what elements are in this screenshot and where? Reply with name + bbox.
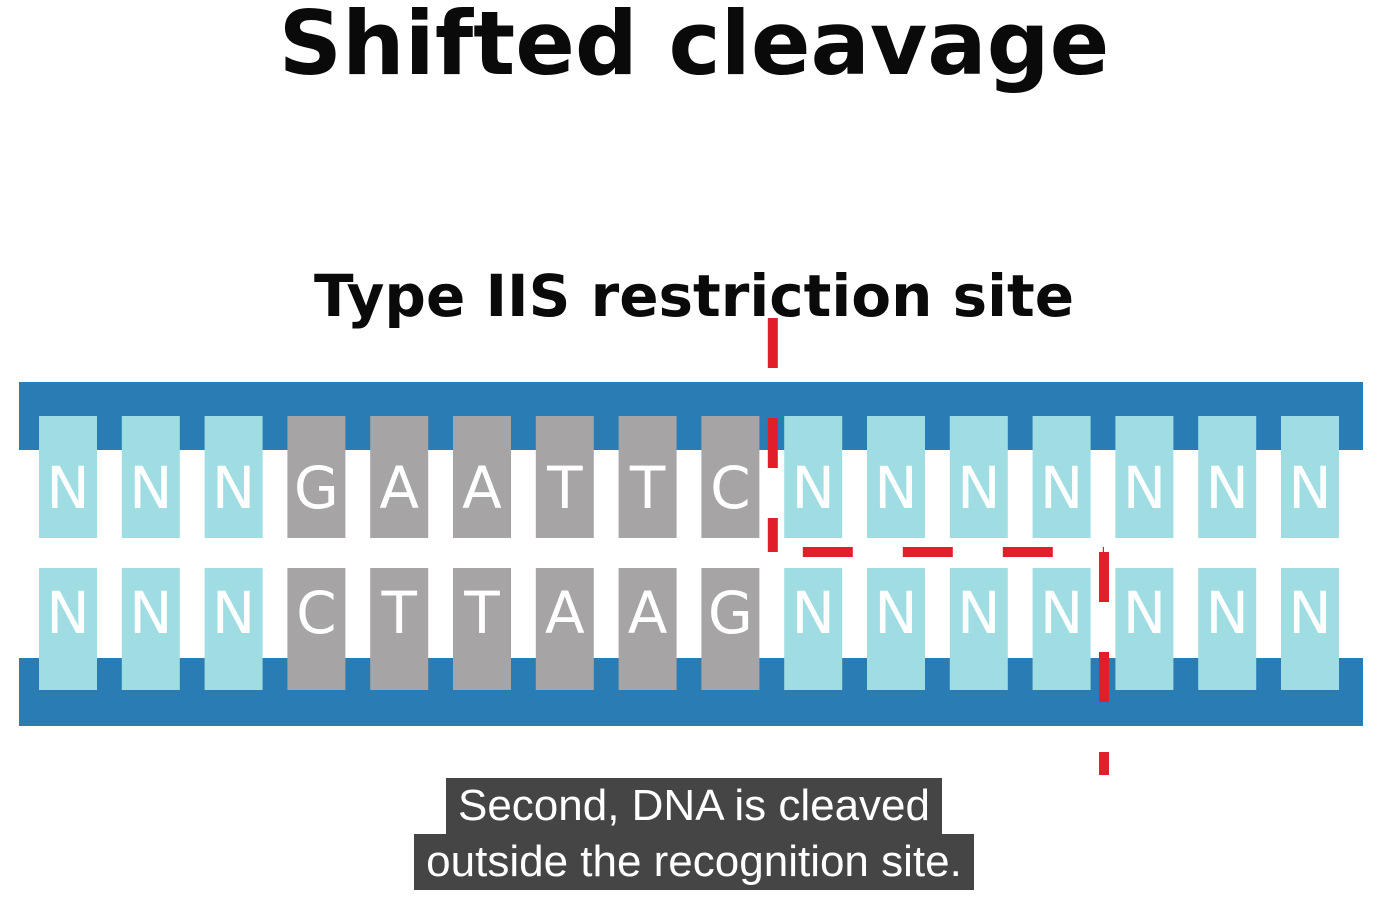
bottom-base-block-9 bbox=[784, 568, 843, 690]
diagram-subtitle: Type IIS restriction site bbox=[313, 262, 1075, 330]
top-base-letter-7: T bbox=[629, 454, 666, 522]
top-base-block-1 bbox=[121, 416, 180, 538]
bottom-base-block-6 bbox=[535, 568, 594, 690]
bottom-base-letter-13: N bbox=[1123, 579, 1166, 647]
top-base-letter-3: G bbox=[294, 454, 339, 522]
bottom-base-block-2 bbox=[204, 568, 263, 690]
top-base-block-5 bbox=[453, 416, 511, 538]
top-base-block-15 bbox=[1281, 416, 1339, 538]
top-base-letter-11: N bbox=[957, 454, 1000, 522]
top-base-block-8 bbox=[701, 416, 760, 538]
bottom-base-block-11 bbox=[949, 568, 1008, 690]
bottom-base-letter-2: N bbox=[212, 579, 255, 647]
caption-line-2: outside the recognition site. bbox=[414, 834, 974, 890]
bottom-base-block-1 bbox=[121, 568, 180, 690]
top-base-letter-15: N bbox=[1288, 454, 1331, 522]
top-base-block-9 bbox=[784, 416, 843, 538]
top-base-letter-13: N bbox=[1123, 454, 1166, 522]
top-base-letter-4: A bbox=[379, 454, 419, 522]
bottom-base-letter-1: N bbox=[129, 579, 172, 647]
bottom-base-letter-6: A bbox=[545, 579, 585, 647]
cleavage-lines bbox=[767, 318, 1109, 775]
bottom-base-letter-4: T bbox=[380, 579, 417, 647]
bottom-base-letter-15: N bbox=[1288, 579, 1331, 647]
top-base-block-3 bbox=[287, 416, 346, 538]
bottom-base-letter-11: N bbox=[957, 579, 1000, 647]
bottom-base-block-5 bbox=[453, 568, 511, 690]
top-base-block-10 bbox=[867, 416, 925, 538]
bottom-base-block-8 bbox=[701, 568, 760, 690]
bottom-base-block-12 bbox=[1032, 568, 1091, 690]
top-base-letter-8: C bbox=[710, 454, 751, 522]
bottom-base-block-0 bbox=[39, 568, 97, 690]
bottom-base-block-13 bbox=[1115, 568, 1174, 690]
caption-line-1: Second, DNA is cleaved bbox=[445, 778, 943, 834]
bottom-base-block-14 bbox=[1198, 568, 1257, 690]
top-base-block-2 bbox=[204, 416, 263, 538]
caption-box: Second, DNA is cleaved outside the recog… bbox=[0, 778, 1388, 890]
top-base-letter-10: N bbox=[874, 454, 917, 522]
bottom-base-block-10 bbox=[867, 568, 925, 690]
top-base-block-7 bbox=[618, 416, 677, 538]
top-base-letter-2: N bbox=[212, 454, 255, 522]
page-title: Shifted cleavage bbox=[278, 0, 1110, 95]
bottom-base-letter-9: N bbox=[792, 579, 835, 647]
bottom-base-block-7 bbox=[618, 568, 677, 690]
top-base-block-11 bbox=[949, 416, 1008, 538]
top-base-letter-6: T bbox=[546, 454, 583, 522]
top-base-block-13 bbox=[1115, 416, 1174, 538]
bottom-base-letter-7: A bbox=[628, 579, 668, 647]
top-base-letter-14: N bbox=[1206, 454, 1249, 522]
bottom-base-block-15 bbox=[1281, 568, 1339, 690]
bottom-base-letter-3: C bbox=[296, 579, 337, 647]
top-base-block-0 bbox=[39, 416, 97, 538]
bottom-base-block-4 bbox=[370, 568, 429, 690]
top-base-block-12 bbox=[1032, 416, 1091, 538]
top-base-block-4 bbox=[370, 416, 429, 538]
top-base-block-6 bbox=[535, 416, 594, 538]
bottom-base-letter-0: N bbox=[46, 579, 89, 647]
bottom-base-letter-14: N bbox=[1206, 579, 1249, 647]
bottom-base-letter-5: T bbox=[463, 579, 500, 647]
top-base-block-14 bbox=[1198, 416, 1257, 538]
top-base-letter-1: N bbox=[129, 454, 172, 522]
top-base-letter-9: N bbox=[792, 454, 835, 522]
top-base-letter-12: N bbox=[1040, 454, 1083, 522]
bottom-base-block-3 bbox=[287, 568, 346, 690]
top-base-letter-5: A bbox=[462, 454, 502, 522]
bottom-base-letter-12: N bbox=[1040, 579, 1083, 647]
bottom-base-letter-10: N bbox=[874, 579, 917, 647]
top-base-letter-0: N bbox=[46, 454, 89, 522]
bottom-base-letter-8: G bbox=[708, 579, 753, 647]
